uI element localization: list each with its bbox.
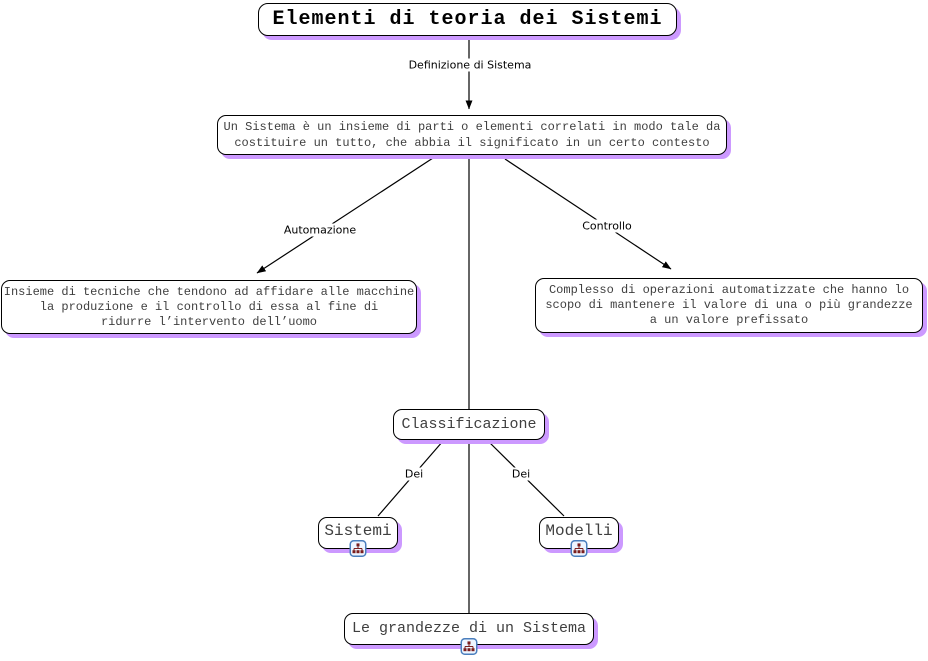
edge-automazione: [256, 157, 434, 274]
edge-controllo: [504, 158, 672, 270]
node-automazione[interactable]: Insieme di tecniche che tendono ad affid…: [1, 280, 417, 334]
node-modelli-label: Modelli: [545, 522, 613, 540]
node-text-line: a un valore prefissato: [649, 313, 809, 327]
edge-label-automazione: Automazione: [280, 223, 360, 237]
node-text-line: la produzione e il controllo di essa al …: [39, 299, 379, 314]
sitemap-icon[interactable]: [460, 638, 478, 655]
node-text-line: Un Sistema è un insieme di parti o eleme…: [223, 120, 721, 134]
edge-label-controllo: Controllo: [579, 219, 635, 233]
node-definizione-sistema[interactable]: Un Sistema è un insieme di parti o eleme…: [217, 115, 727, 155]
edge-label-definizione-di-sistema: Definizione di Sistema: [405, 58, 535, 72]
node-text-line: ridurre l’intervento dell’uomo: [100, 314, 318, 329]
node-modelli[interactable]: Modelli: [539, 517, 619, 557]
node-grandezze-sistema[interactable]: Le grandezze di un Sistema: [344, 613, 594, 655]
node-controllo[interactable]: Complesso di operazioni automatizzate ch…: [535, 278, 923, 333]
node-titolo-label: Elementi di teoria dei Sistemi: [272, 8, 663, 31]
edge-label-dei-sistemi: Dei: [401, 467, 427, 481]
edge-label-dei-modelli: Dei: [508, 467, 534, 481]
node-sistemi[interactable]: Sistemi: [318, 517, 398, 557]
node-text-line: scopo di mantenere il valore di una o pi…: [545, 298, 913, 312]
node-text-line: Complesso di operazioni automatizzate ch…: [548, 283, 910, 297]
node-sistemi-label: Sistemi: [324, 522, 392, 540]
node-text-line: costituire un tutto, che abbia il signif…: [234, 136, 710, 150]
node-classificazione[interactable]: Classificazione: [393, 409, 545, 440]
node-classificazione-label: Classificazione: [401, 416, 537, 433]
node-text-line: Insieme di tecniche che tendono ad affid…: [3, 284, 415, 299]
node-titolo[interactable]: Elementi di teoria dei Sistemi: [258, 3, 677, 36]
sitemap-icon[interactable]: [570, 540, 588, 557]
sitemap-icon[interactable]: [349, 540, 367, 557]
node-grandezze-label: Le grandezze di un Sistema: [351, 619, 587, 637]
